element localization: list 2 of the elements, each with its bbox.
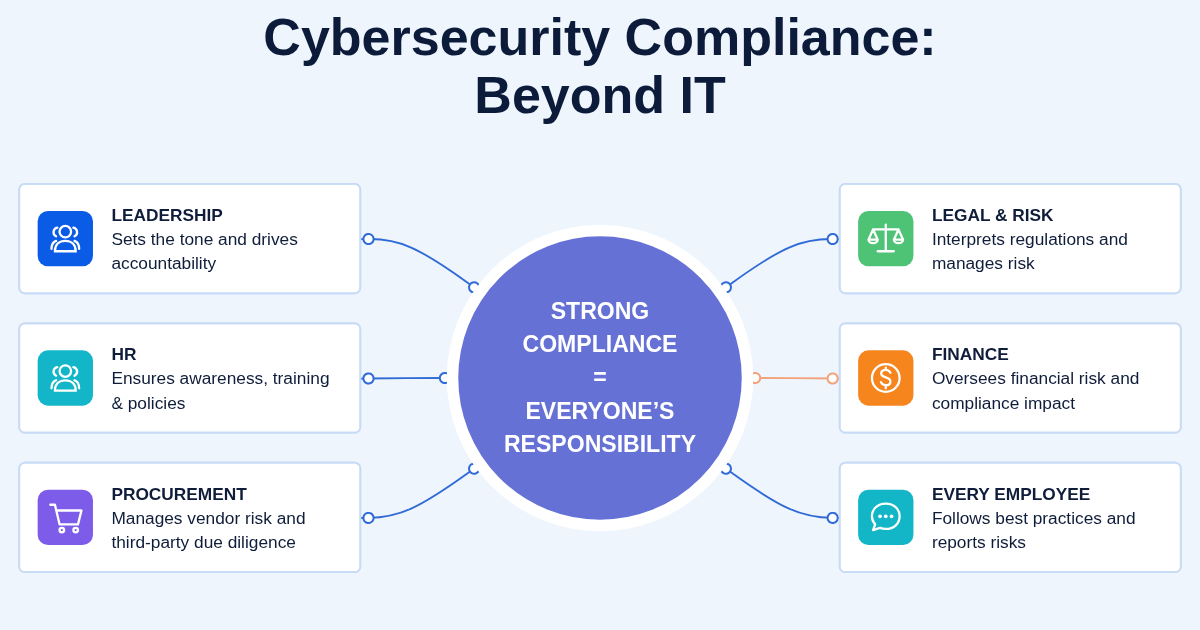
node-circle: STRONG COMPLIANCE = EVERYONE’S RESPONSIBILITY bbox=[446, 224, 754, 532]
title: Cybersecurity Compliance: Beyond IT bbox=[262, 8, 938, 124]
